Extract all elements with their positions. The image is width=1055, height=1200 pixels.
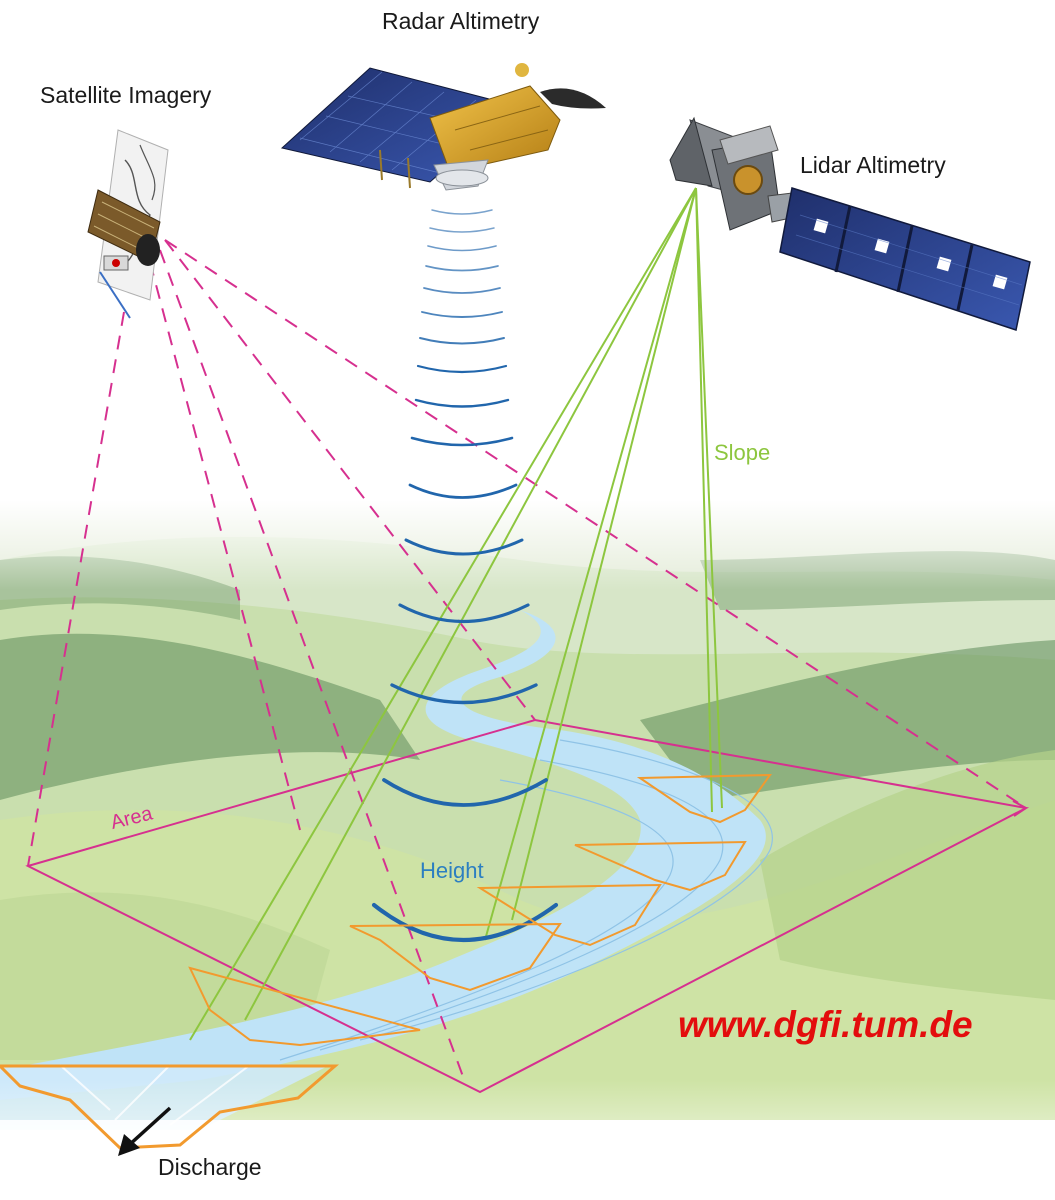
imagery-rays — [27, 239, 1027, 1083]
discharge-label: Discharge — [158, 1154, 262, 1180]
lidar-altimetry-label: Lidar Altimetry — [800, 152, 946, 178]
cross-sections — [0, 773, 772, 1150]
lidar-satellite-icon — [669, 116, 1031, 331]
radar-waves — [371, 209, 559, 942]
landscape — [0, 500, 1055, 1200]
imagery-satellite-icon — [87, 129, 169, 319]
discharge-arrow-icon — [118, 1106, 172, 1156]
radar-satellite-icon — [280, 63, 606, 191]
lidar-beams — [189, 187, 723, 1041]
height-label: Height — [420, 858, 484, 883]
area-outline — [25, 718, 1030, 1094]
radar-altimetry-label: Radar Altimetry — [382, 8, 540, 34]
website-url[interactable]: www.dgfi.tum.de — [678, 1004, 973, 1045]
satellite-imagery-label: Satellite Imagery — [40, 82, 212, 108]
slope-label: Slope — [714, 440, 771, 465]
